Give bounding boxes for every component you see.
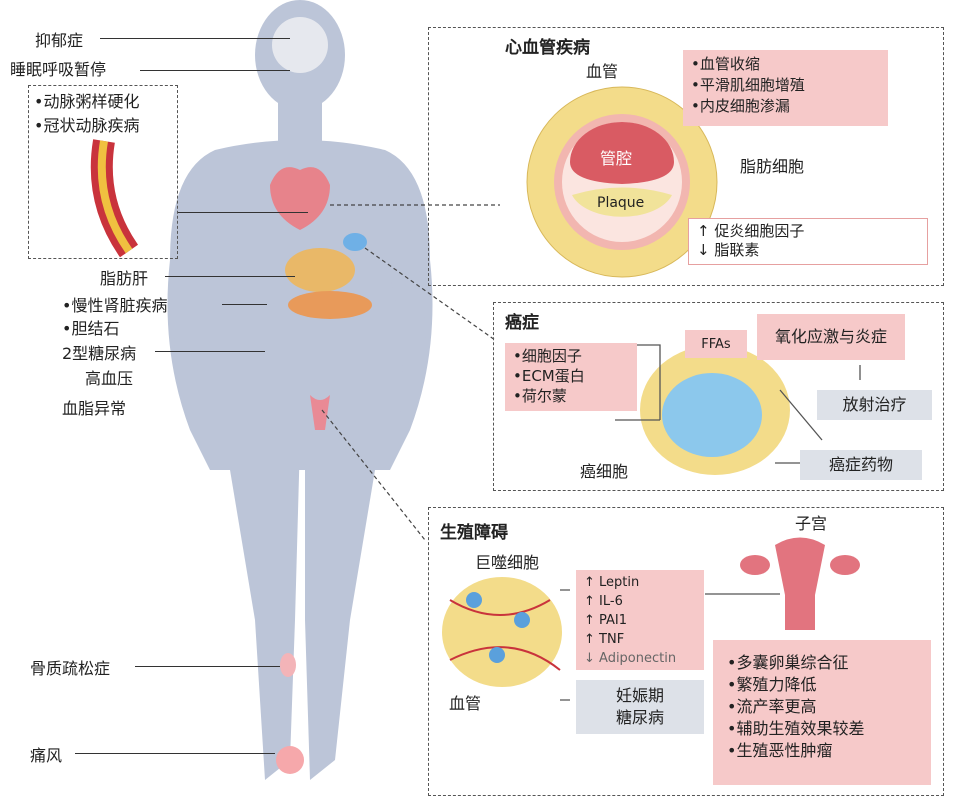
- label-ckd: •慢性肾脏疾病: [62, 296, 168, 315]
- plaque-label: Plaque: [597, 195, 645, 211]
- label-fatty-liver: 脂肪肝: [100, 269, 149, 288]
- cell-cluster-icon: [343, 233, 367, 251]
- cardio-panel: [428, 27, 944, 286]
- outcome-item: •生殖恶性肿瘤: [727, 741, 833, 760]
- lumen-label: 管腔: [600, 149, 633, 168]
- outcome-item: •多囊卵巢综合征: [727, 653, 849, 672]
- factor-item: ↑ 促炎细胞因子: [697, 222, 805, 240]
- repro-vessel-label: 血管: [449, 694, 482, 713]
- marker-item: ↑ PAI1: [584, 613, 628, 628]
- label-sleep-apnea: 睡眠呼吸暂停: [10, 60, 107, 79]
- vessel-label: 血管: [586, 62, 619, 81]
- tumor-diagram: [640, 345, 790, 475]
- repro-title: 生殖障碍: [440, 523, 508, 543]
- label-gallstone: •胆结石: [62, 319, 120, 338]
- liver-icon: [285, 248, 355, 292]
- vessel-diagram: [526, 86, 718, 278]
- pancreas-icon: [288, 291, 372, 319]
- marker-item: ↑ IL-6: [584, 594, 623, 609]
- reproductive-outcomes-box: •多囊卵巢综合征 •繁殖力降低 •流产率更高 •辅助生殖效果较差 •生殖恶性肿瘤: [713, 640, 931, 785]
- ffas-box: FFAs: [685, 330, 747, 358]
- reproductive-panel: [428, 507, 944, 796]
- effect-item: •平滑肌细胞增殖: [691, 76, 805, 94]
- label-gout: 痛风: [30, 746, 63, 765]
- adipokine-box: ↑ Leptin ↑ IL-6 ↑ PAI1 ↑ TNF ↓ Adiponect…: [576, 570, 704, 670]
- heart-icon: [270, 167, 330, 230]
- inset-item: •动脉粥样硬化: [34, 92, 140, 111]
- cancer-factors-box: •细胞因子 •ECM蛋白 •荷尔蒙: [505, 343, 637, 411]
- uterus-label: 子宫: [795, 514, 828, 533]
- label-osteoporosis: 骨质疏松症: [30, 659, 111, 678]
- vascular-effects-box: •血管收缩 •平滑肌细胞增殖 •内皮细胞渗漏: [683, 50, 888, 126]
- marker-item: ↑ TNF: [584, 632, 625, 647]
- cancer-title: 癌症: [505, 313, 539, 333]
- inset-item: •冠状动脉疾病: [34, 116, 140, 135]
- factor-item: ↓ 脂联素: [697, 241, 760, 259]
- label-dyslipidemia: 血脂异常: [62, 399, 127, 418]
- atherosclerosis-inset: •动脉粥样硬化 •冠状动脉疾病: [28, 85, 178, 259]
- gestational-diabetes-box: 妊娠期 糖尿病: [576, 680, 704, 734]
- marker-item: ↑ Leptin: [584, 575, 640, 590]
- macrophage-label: 巨噬细胞: [475, 553, 540, 572]
- adipose-tissue-diagram: [442, 577, 562, 687]
- label-hypertension: 高血压: [85, 369, 134, 388]
- gestational-text: 糖尿病: [615, 708, 664, 727]
- adipocyte-label: 脂肪细胞: [740, 157, 805, 176]
- effect-item: •内皮细胞渗漏: [691, 97, 790, 115]
- oxidative-stress-box: 氧化应激与炎症: [757, 314, 905, 360]
- uterus-small-icon: [310, 395, 330, 430]
- cancer-cell-label: 癌细胞: [580, 462, 629, 481]
- radiation-therapy-box: 放射治疗: [817, 390, 932, 420]
- cytokine-box: ↑ 促炎细胞因子 ↓ 脂联素: [688, 218, 928, 265]
- cancer-factor-item: •荷尔蒙: [513, 387, 567, 405]
- uterus-diagram: [740, 537, 860, 630]
- cardio-title: 心血管疾病: [505, 38, 590, 58]
- marker-item: ↓ Adiponectin: [584, 651, 677, 666]
- outcome-item: •辅助生殖效果较差: [727, 719, 865, 738]
- cancer-drugs-box: 癌症药物: [800, 450, 922, 480]
- artery-icon: [90, 139, 139, 258]
- outcome-item: •流产率更高: [727, 697, 817, 716]
- effect-item: •血管收缩: [691, 55, 760, 73]
- label-depression: 抑郁症: [35, 31, 84, 50]
- label-t2d: 2型糖尿病: [62, 344, 137, 363]
- cancer-factor-item: •细胞因子: [513, 347, 582, 365]
- outcome-item: •繁殖力降低: [727, 675, 817, 694]
- cancer-panel: [493, 302, 944, 491]
- gestational-text: 妊娠期: [615, 686, 664, 705]
- cancer-factor-item: •ECM蛋白: [513, 367, 585, 385]
